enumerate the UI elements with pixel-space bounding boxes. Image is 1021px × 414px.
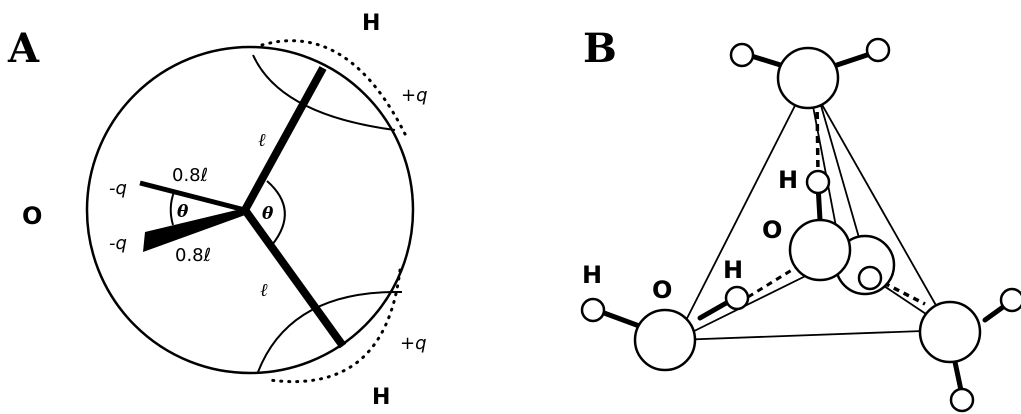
oxygen-label-center-b: O	[762, 216, 782, 244]
hydrogen-label-top-a: H	[362, 11, 380, 36]
panel-a: A O H H +q +q -q -q ℓ ℓ 0.8ℓ 0.8ℓ θ θ	[7, 11, 428, 410]
charge-pos-top: +q	[401, 85, 428, 106]
angle-arc-right	[266, 180, 286, 246]
oh-bond-bottom	[241, 207, 347, 349]
hydrogen-cap-top	[252, 54, 396, 131]
hydrogen-cap-bottom	[257, 290, 403, 373]
hydrogen-dotted-arc-top	[260, 39, 410, 142]
charge-neg-top: -q	[109, 178, 127, 199]
oxygen-atom-right	[918, 300, 982, 364]
hydrogen-dotted-arc-bottom	[268, 268, 402, 384]
bond-length-bottom: ℓ	[260, 280, 268, 301]
hydrogen-atom-right-up	[999, 287, 1021, 313]
oxygen-label-a: O	[22, 202, 42, 230]
panel-b-label: B	[583, 25, 617, 72]
hydrogen-atom-right-down	[949, 387, 975, 413]
angle-label-left: θ	[177, 202, 189, 222]
angle-label-right: θ	[262, 204, 274, 224]
oxygen-label-left-b: O	[652, 276, 672, 304]
hydrogen-atom-left-outer	[580, 297, 606, 323]
panel-a-label: A	[7, 25, 40, 72]
hydrogen-atom-center-right	[857, 265, 883, 291]
bond-length-top: ℓ	[258, 130, 266, 151]
charge-pos-bottom: +q	[400, 333, 427, 354]
lone-pair-bottom	[143, 208, 248, 252]
hydrogen-atom-left-mid	[724, 285, 750, 311]
oxygen-atom-left	[633, 308, 697, 372]
tetrahedron-edges	[675, 79, 951, 341]
lone-pair-length-bottom: 0.8ℓ	[175, 245, 211, 266]
hydrogen-label-left-b: H	[582, 261, 602, 289]
lone-pair-top	[139, 180, 246, 213]
hbond-top	[815, 99, 820, 176]
hydrogen-atom-top-right	[865, 37, 891, 63]
hydrogen-label-mid-b: H	[723, 256, 743, 284]
oxygen-atom-center	[788, 218, 852, 282]
hydrogen-atom-center-up	[805, 169, 831, 195]
panel-b: B	[580, 25, 1021, 413]
hbond-right	[883, 281, 926, 306]
hydrogen-atom-top-left	[729, 42, 755, 68]
oxygen-atom-top	[776, 46, 840, 110]
oh-bond-top	[241, 66, 327, 212]
angle-arc-left	[169, 191, 175, 226]
hydrogen-label-top-b: H	[778, 166, 798, 194]
charge-neg-bottom: -q	[109, 233, 127, 254]
hydrogen-label-bottom-a: H	[372, 385, 390, 410]
oxygen-sphere	[85, 45, 415, 375]
lone-pair-length-top: 0.8ℓ	[172, 165, 208, 186]
